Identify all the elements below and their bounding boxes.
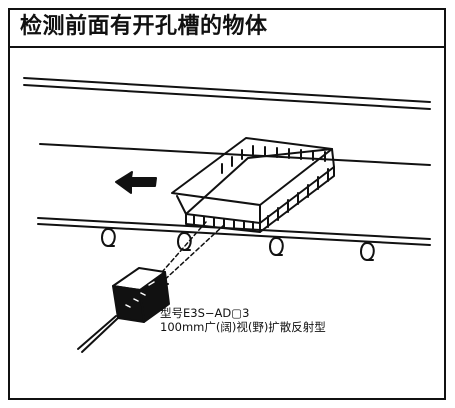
photoelectric-sensor-icon (112, 267, 170, 323)
arrow-left-icon (115, 171, 157, 194)
conveyor-illustration (23, 77, 431, 353)
belt-back-edge (39, 143, 431, 166)
conveyor (23, 77, 431, 261)
basket (171, 137, 335, 233)
cable (77, 315, 119, 353)
title-bar: 检测前面有开孔槽的物体 (8, 8, 446, 46)
illustration-panel: 型号E3S−AD▢3 100mm广(阔)视(野)扩散反射型 (8, 46, 446, 400)
sensor-description-label: 100mm广(阔)视(野)扩散反射型 (160, 320, 326, 334)
back-rail-top (23, 77, 431, 103)
back-rail-bottom (23, 84, 431, 110)
front-rail-bottom (37, 223, 431, 246)
figure-title: 检测前面有开孔槽的物体 (20, 14, 268, 39)
sensor-model-label: 型号E3S−AD▢3 (160, 306, 250, 320)
